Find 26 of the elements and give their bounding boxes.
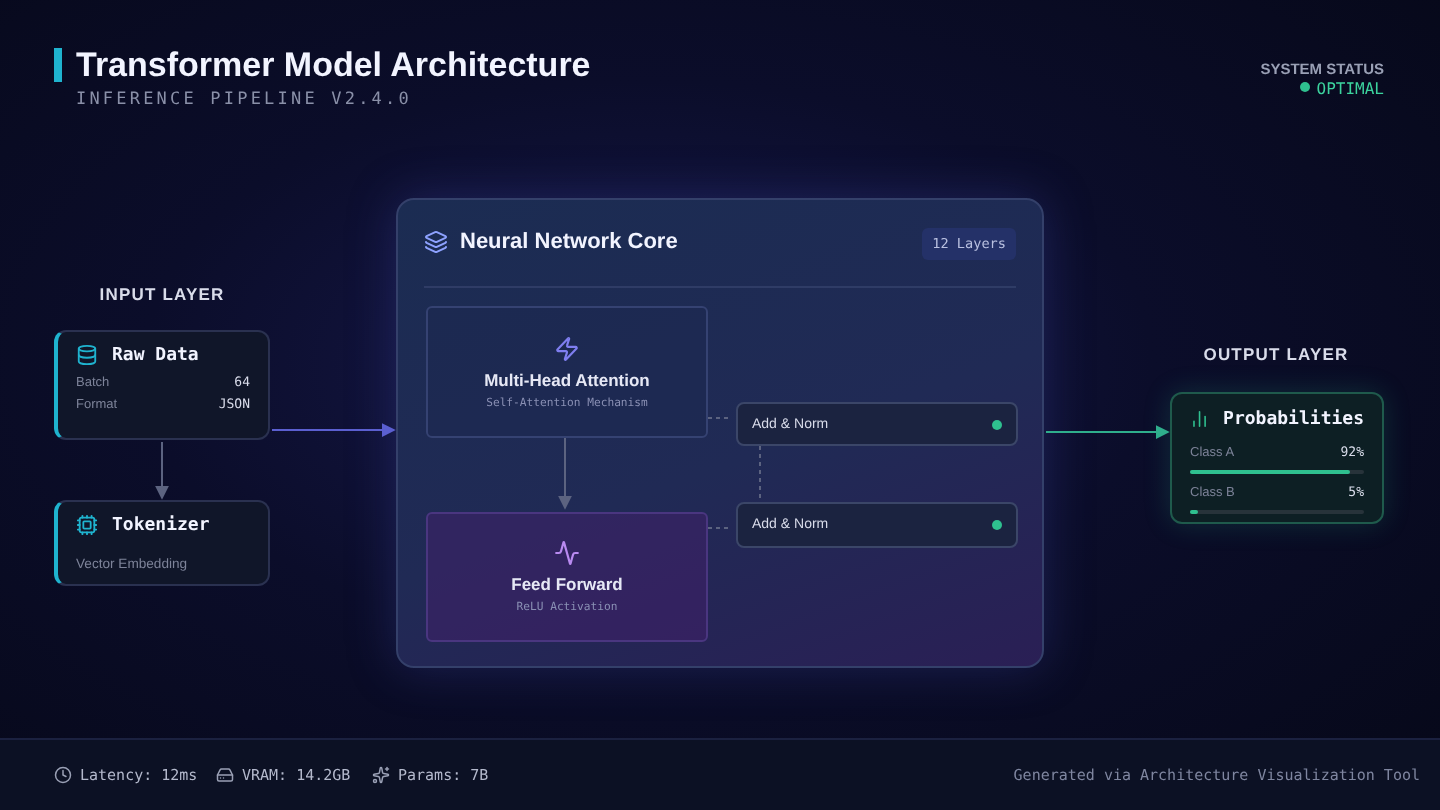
card-title: Probabilities — [1223, 409, 1364, 429]
container-panel — [396, 198, 1044, 668]
card-title: Raw Data — [112, 345, 199, 365]
output-card — [1170, 392, 1384, 524]
title: Transformer Model Architecture — [76, 46, 591, 86]
process-card — [54, 500, 270, 586]
arrow — [1045, 425, 1170, 439]
layer-box — [736, 402, 1018, 446]
arrow — [155, 441, 169, 500]
arrow — [271, 423, 396, 437]
card-title: Tokenizer — [112, 515, 210, 535]
section-heading: INPUT LAYER — [99, 284, 225, 304]
layer-box — [736, 502, 1018, 548]
panel-title: Neural Network Core — [460, 230, 678, 254]
status-value: OPTIMAL — [1316, 80, 1384, 98]
dashed-connector — [759, 445, 761, 499]
dashed-connector — [707, 527, 733, 529]
subtitle: INFERENCE PIPELINE V2.4.0 — [76, 90, 412, 110]
dashed-connector — [707, 417, 733, 419]
section-heading: OUTPUT LAYER — [1203, 344, 1349, 364]
arrow — [558, 437, 572, 510]
process-card — [54, 330, 270, 440]
block-title: Multi-Head Attention — [484, 369, 650, 389]
process-block — [426, 512, 708, 642]
process-block — [426, 306, 708, 438]
block-title: Feed Forward — [511, 574, 623, 594]
